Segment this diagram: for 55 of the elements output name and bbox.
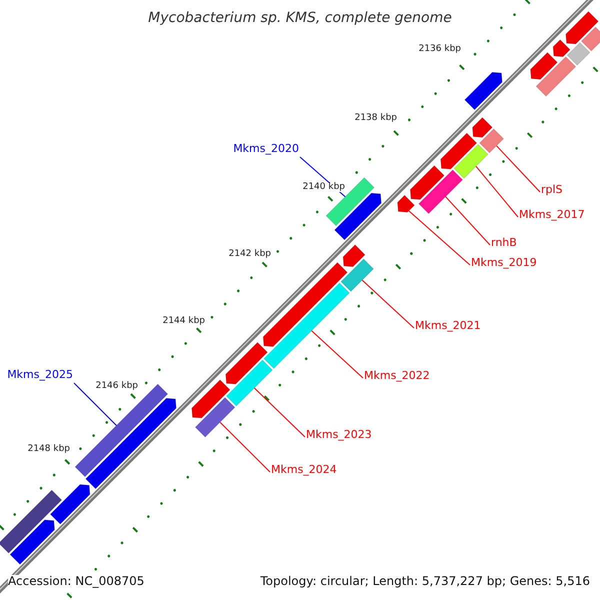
leader-line xyxy=(476,166,518,218)
gene-pentagon xyxy=(552,39,570,58)
gene-pentagon xyxy=(85,398,177,490)
gene-label: Mkms_2017 xyxy=(519,209,585,220)
gene-bar xyxy=(0,490,62,554)
tick-label: 2140 kbp xyxy=(302,183,345,192)
gene-label: Mkms_2019 xyxy=(471,257,537,268)
gene-pentagon xyxy=(191,379,230,418)
tick-label: 2148 kbp xyxy=(28,445,70,454)
leader-line xyxy=(362,280,414,328)
tick-label: 2136 kbp xyxy=(418,45,461,54)
gene-pentagon xyxy=(262,262,348,347)
gene-pentagon xyxy=(464,72,502,110)
gene-pentagon xyxy=(334,192,382,240)
gene-bar xyxy=(263,282,350,369)
gene-label: rnhB xyxy=(491,237,517,248)
leader-line xyxy=(74,382,117,426)
gene-label: Mkms_2020 xyxy=(233,143,299,154)
gene-pentagon xyxy=(440,132,478,170)
gene-bar xyxy=(326,177,375,226)
leader-line xyxy=(311,330,364,378)
gene-bar xyxy=(194,397,236,438)
tick-label: 2142 kbp xyxy=(228,250,271,259)
gene-pentagon xyxy=(472,117,493,138)
gene-pentagon xyxy=(10,520,55,565)
tick-label: 2144 kbp xyxy=(162,317,205,326)
gene-bar xyxy=(340,258,374,292)
title: Mycobacterium sp. KMS, complete genome xyxy=(147,11,453,25)
leader-line xyxy=(408,210,470,266)
gene-pentagon xyxy=(225,342,268,384)
tick-label: 2138 kbp xyxy=(354,114,397,123)
gene-label: Mkms_2024 xyxy=(271,464,337,475)
gene-label: Mkms_2021 xyxy=(415,320,481,331)
leader-line xyxy=(254,387,306,438)
gene-bar xyxy=(566,42,590,66)
gene-bar xyxy=(536,56,576,97)
gene-pentagon xyxy=(530,52,558,80)
gene-bar xyxy=(580,26,600,52)
gene-pentagon xyxy=(50,484,90,525)
gene-bar xyxy=(226,360,273,406)
gene-pentagon xyxy=(410,165,445,200)
gene-label: Mkms_2023 xyxy=(306,429,372,440)
genome-info: Topology: circular; Length: 5,737,227 bp; Genes: 5,516 xyxy=(260,575,590,587)
tick-label: 2146 kbp xyxy=(96,382,138,391)
gene-pentagon xyxy=(566,11,599,44)
gene-label: rplS xyxy=(541,184,563,195)
gene-bar xyxy=(454,144,488,179)
gene-bar xyxy=(418,169,463,214)
accession-label: Accession: NC_008705 xyxy=(8,575,144,587)
gene-label: Mkms_2022 xyxy=(364,370,430,381)
gene-pentagon xyxy=(342,244,366,268)
gene-pentagon xyxy=(397,194,415,213)
leader-line xyxy=(496,145,540,192)
gene-bar xyxy=(479,128,504,154)
gene-label: Mkms_2025 xyxy=(7,369,73,380)
